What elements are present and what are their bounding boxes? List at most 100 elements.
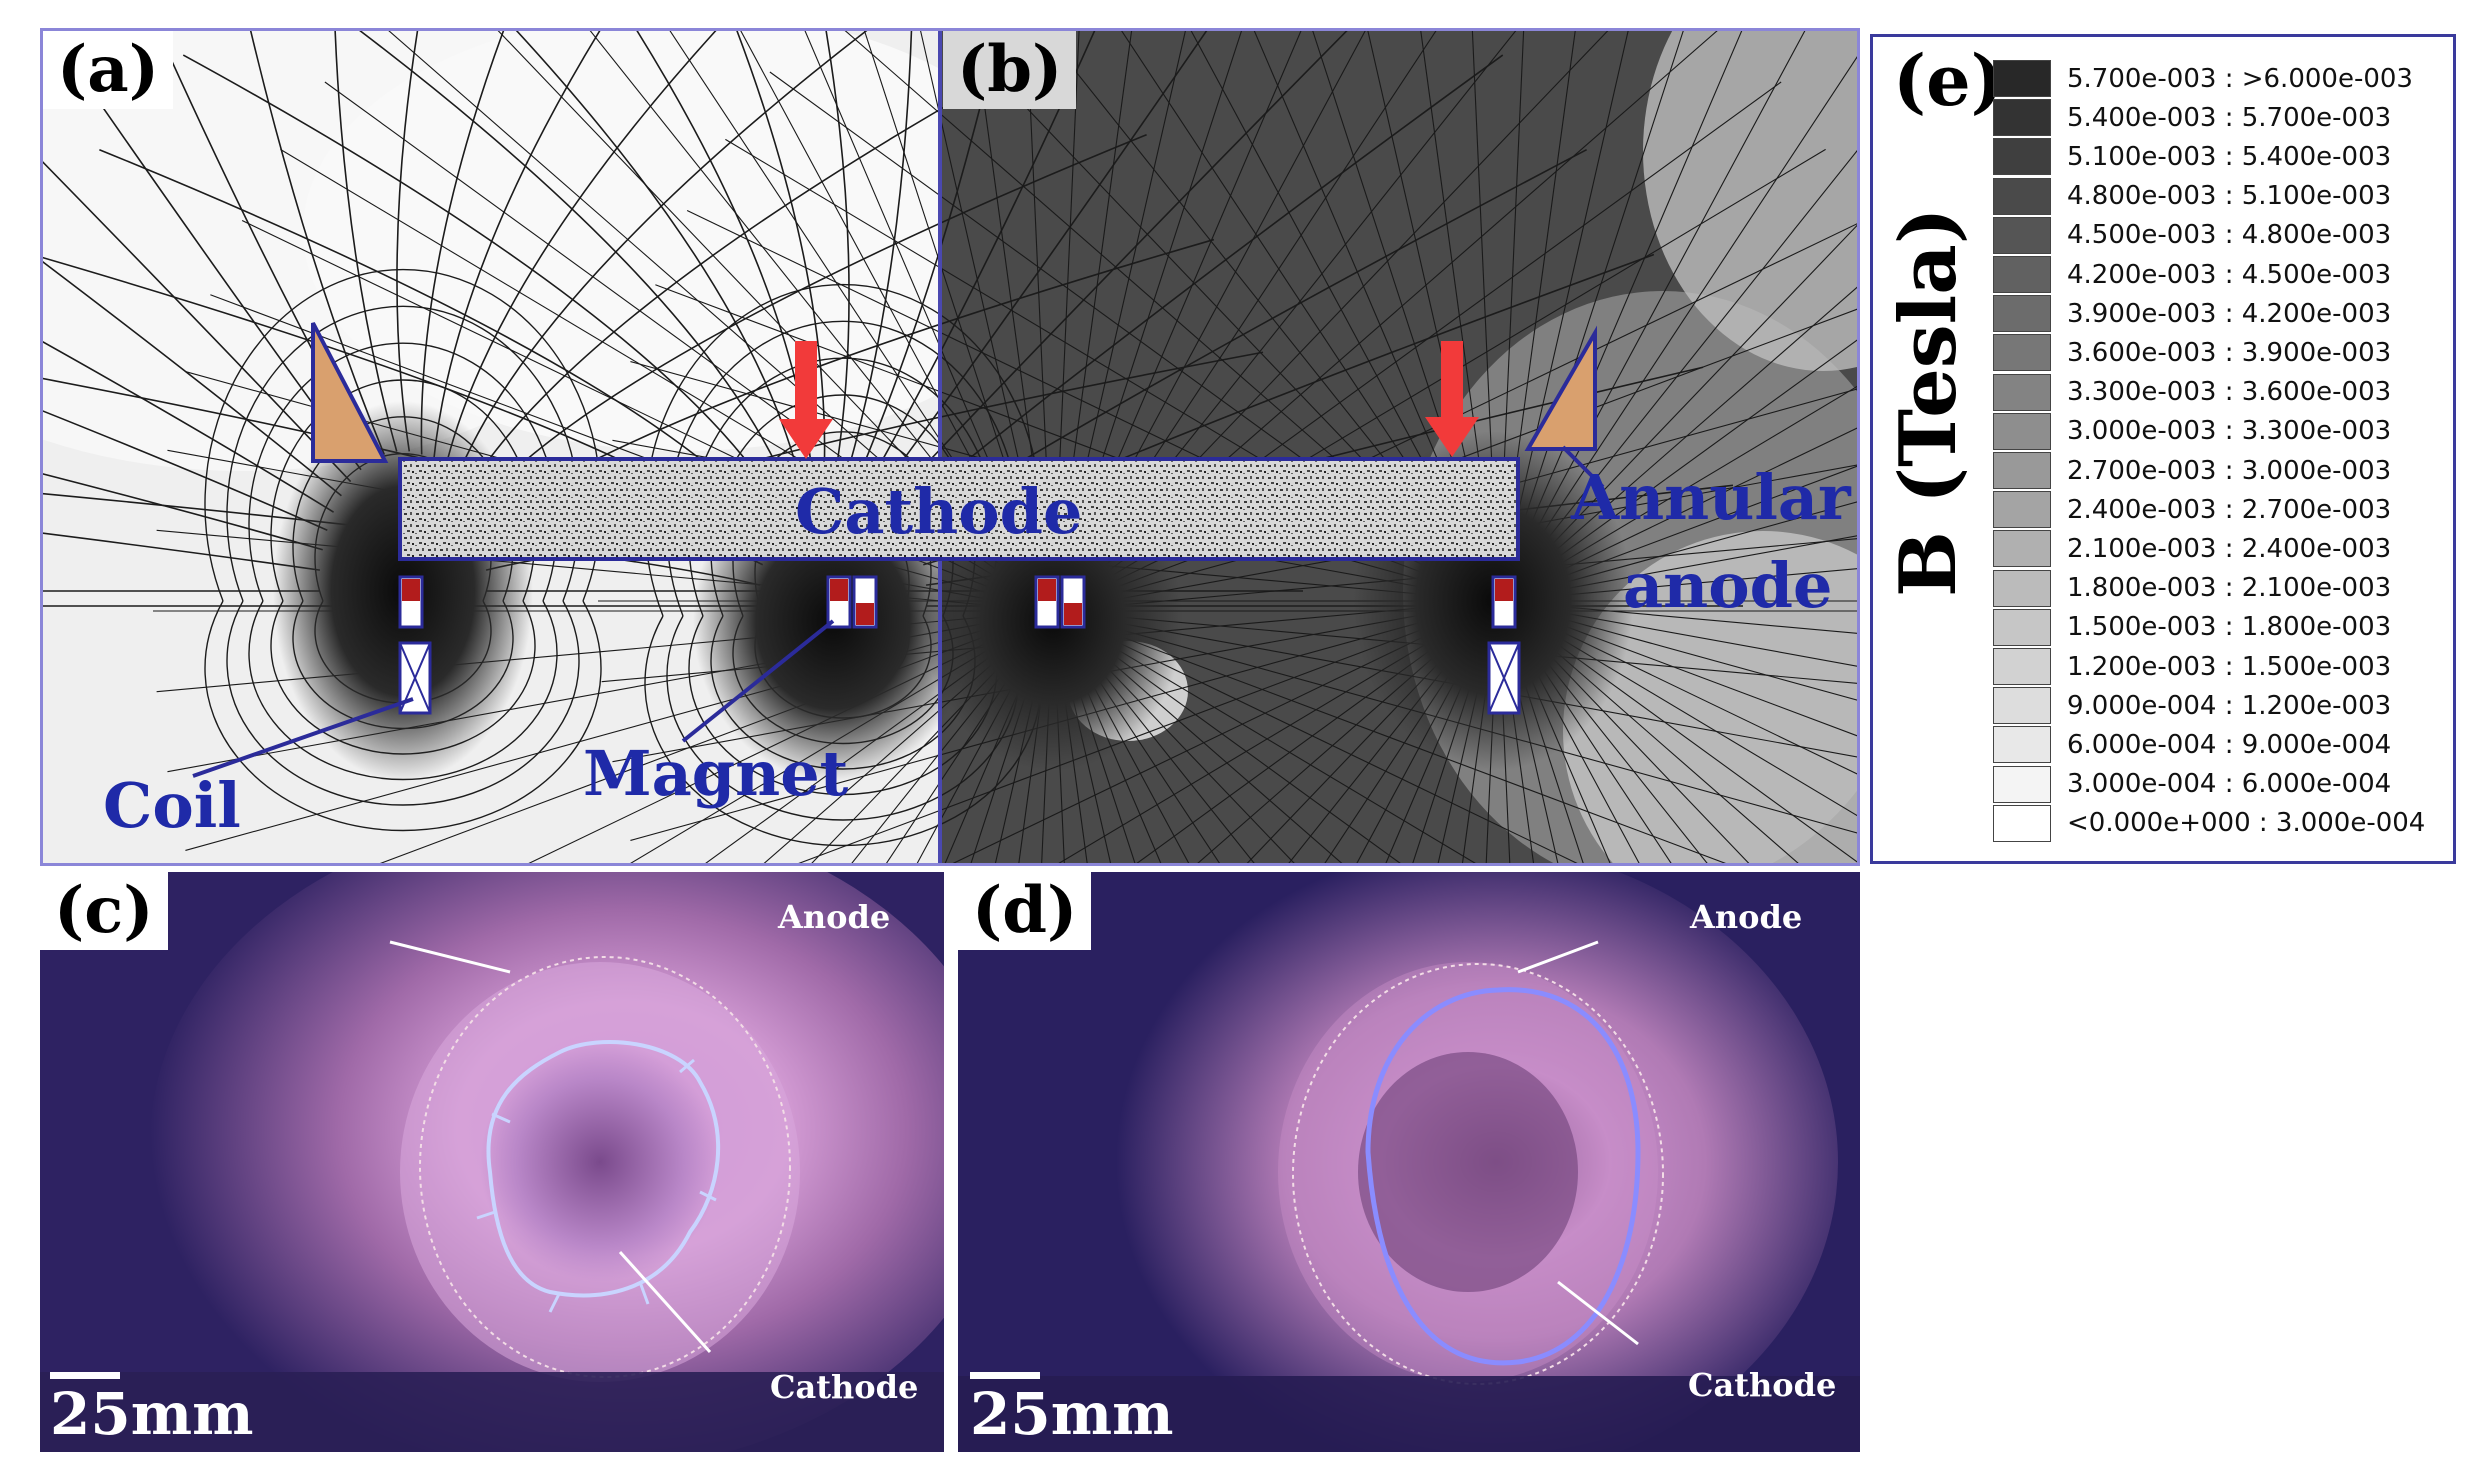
field-line	[463, 39, 1064, 497]
field-line	[249, 31, 386, 455]
legend-swatch	[1993, 412, 2051, 450]
coil-pointer	[192, 697, 414, 778]
legend-row: <0.000e+000 : 3.000e-004	[1993, 804, 2425, 843]
scale-text-c: 25mm	[50, 1380, 254, 1448]
legend-swatch	[1993, 648, 2051, 685]
legend-range-text: 4.500e-003 : 4.800e-003	[2067, 220, 2392, 251]
field-line	[1497, 535, 1857, 602]
legend-title: B (Tesla)	[1883, 207, 1974, 597]
legend-swatch	[1993, 177, 2051, 215]
legend-row: 9.000e-004 : 1.200e-003	[1993, 686, 2391, 725]
legend-swatch	[1993, 491, 2051, 529]
field-line	[432, 31, 601, 461]
legend-row: 6.000e-004 : 9.000e-004	[1993, 725, 2391, 764]
field-line	[1497, 600, 1857, 863]
coil-box	[1487, 641, 1521, 715]
field-line	[1497, 600, 1857, 737]
coil-label: Coil	[103, 769, 241, 842]
red-arrow-right	[1425, 341, 1479, 457]
panel-label-b: (b)	[943, 31, 1077, 109]
panel-label-d: (d)	[958, 872, 1092, 950]
legend-row: 2.100e-003 : 2.400e-003	[1993, 529, 2391, 568]
legend-row: 2.700e-003 : 3.000e-003	[1993, 451, 2391, 490]
field-line	[736, 31, 826, 470]
field-line	[1052, 610, 1578, 863]
panel-label-c: (c)	[40, 872, 168, 950]
cathode-label: Cathode	[795, 475, 1083, 548]
anode-outline	[419, 956, 791, 1378]
field-line	[43, 410, 328, 531]
legend-range-text: 4.800e-003 : 5.100e-003	[2067, 181, 2392, 212]
field-line	[1497, 600, 1857, 817]
photo-c-cathode-label: Cathode	[770, 1368, 919, 1406]
legend-row: 4.800e-003 : 5.100e-003	[1993, 177, 2391, 216]
field-line	[43, 261, 342, 497]
field-line	[860, 31, 1000, 470]
legend-row: 3.000e-004 : 6.000e-004	[1993, 765, 2391, 804]
legend-row: 3.900e-003 : 4.200e-003	[1993, 294, 2391, 333]
legend-range-text: 6.000e-004 : 9.000e-004	[2067, 729, 2392, 760]
field-line	[1497, 339, 1857, 602]
field-line	[204, 268, 602, 602]
legend-row: 5.400e-003 : 5.700e-003	[1993, 98, 2391, 137]
legend-range-text: 5.400e-003 : 5.700e-003	[2067, 102, 2392, 133]
field-line	[1052, 610, 1295, 863]
legend-range-text: 5.700e-003 : >6.000e-003	[2067, 63, 2413, 94]
legend-swatch	[1993, 608, 2051, 646]
legend-range-text: 2.400e-003 : 2.700e-003	[2067, 494, 2392, 525]
legend-range-text: 1.200e-003 : 1.500e-003	[2067, 651, 2392, 682]
legend-row: 2.400e-003 : 2.700e-003	[1993, 490, 2391, 529]
scale-bar-c	[50, 1372, 120, 1379]
field-line	[182, 54, 783, 512]
legend-swatch	[1993, 99, 2051, 137]
scale-text-d: 25mm	[970, 1380, 1174, 1448]
panel-a-light-zone	[303, 31, 1063, 451]
field-line	[48, 31, 362, 471]
field-line	[43, 473, 323, 551]
magnetic-field-diagram: (a) (b) Cathode Annular anode Coil Magne…	[40, 28, 1860, 866]
field-line	[851, 610, 1054, 863]
legend-row: 4.500e-003 : 4.800e-003	[1993, 216, 2391, 255]
field-line	[848, 31, 913, 467]
coil-box	[398, 641, 432, 715]
field-line	[952, 600, 1499, 863]
red-arrow-left	[779, 341, 833, 459]
anode-triangle-left	[311, 322, 389, 463]
anode-triangle-right	[1524, 325, 1597, 451]
magnet-block	[1491, 575, 1517, 629]
legend-swatch	[1993, 256, 2051, 293]
legend-swatch	[1993, 687, 2051, 725]
field-line	[1497, 600, 1857, 634]
field-line	[1497, 600, 1857, 775]
legend-range-text: 1.800e-003 : 2.100e-003	[2067, 573, 2392, 604]
photo-c-anode-label: Anode	[778, 898, 891, 936]
legend-swatch	[1993, 334, 2051, 372]
field-line	[396, 31, 419, 452]
field-line	[1497, 385, 1857, 602]
magnet-block	[398, 575, 424, 629]
cathode-spot-ring	[486, 1040, 721, 1298]
cathode-bar	[398, 457, 1520, 561]
field-line	[1052, 610, 1255, 863]
field-line	[1497, 427, 1857, 602]
field-line	[884, 31, 1208, 486]
anode-pointer	[1561, 445, 1605, 489]
legend-range-text: 9.000e-004 : 1.200e-003	[2067, 690, 2392, 721]
photo-d: (d) Anode Cathode 25mm	[958, 872, 1860, 1452]
field-line	[1497, 568, 1857, 602]
legend-row: 1.500e-003 : 1.800e-003	[1993, 608, 2391, 647]
legend-row: 3.000e-003 : 3.300e-003	[1993, 412, 2391, 451]
legend-row: 3.600e-003 : 3.900e-003	[1993, 333, 2391, 372]
legend-range-text: 5.100e-003 : 5.400e-003	[2067, 141, 2392, 172]
legend-swatch	[1993, 530, 2051, 568]
legend-swatch	[1993, 569, 2051, 607]
cathode-spot-ring	[1365, 987, 1641, 1366]
legend-row: 3.300e-003 : 3.600e-003	[1993, 373, 2391, 412]
field-line	[334, 31, 398, 452]
legend-range-text: 2.700e-003 : 3.000e-003	[2067, 455, 2392, 486]
field-line	[43, 161, 352, 483]
field-line	[1052, 610, 1401, 863]
panel-label-a: (a)	[43, 31, 174, 109]
panel-b-light-zone	[1563, 531, 1857, 863]
